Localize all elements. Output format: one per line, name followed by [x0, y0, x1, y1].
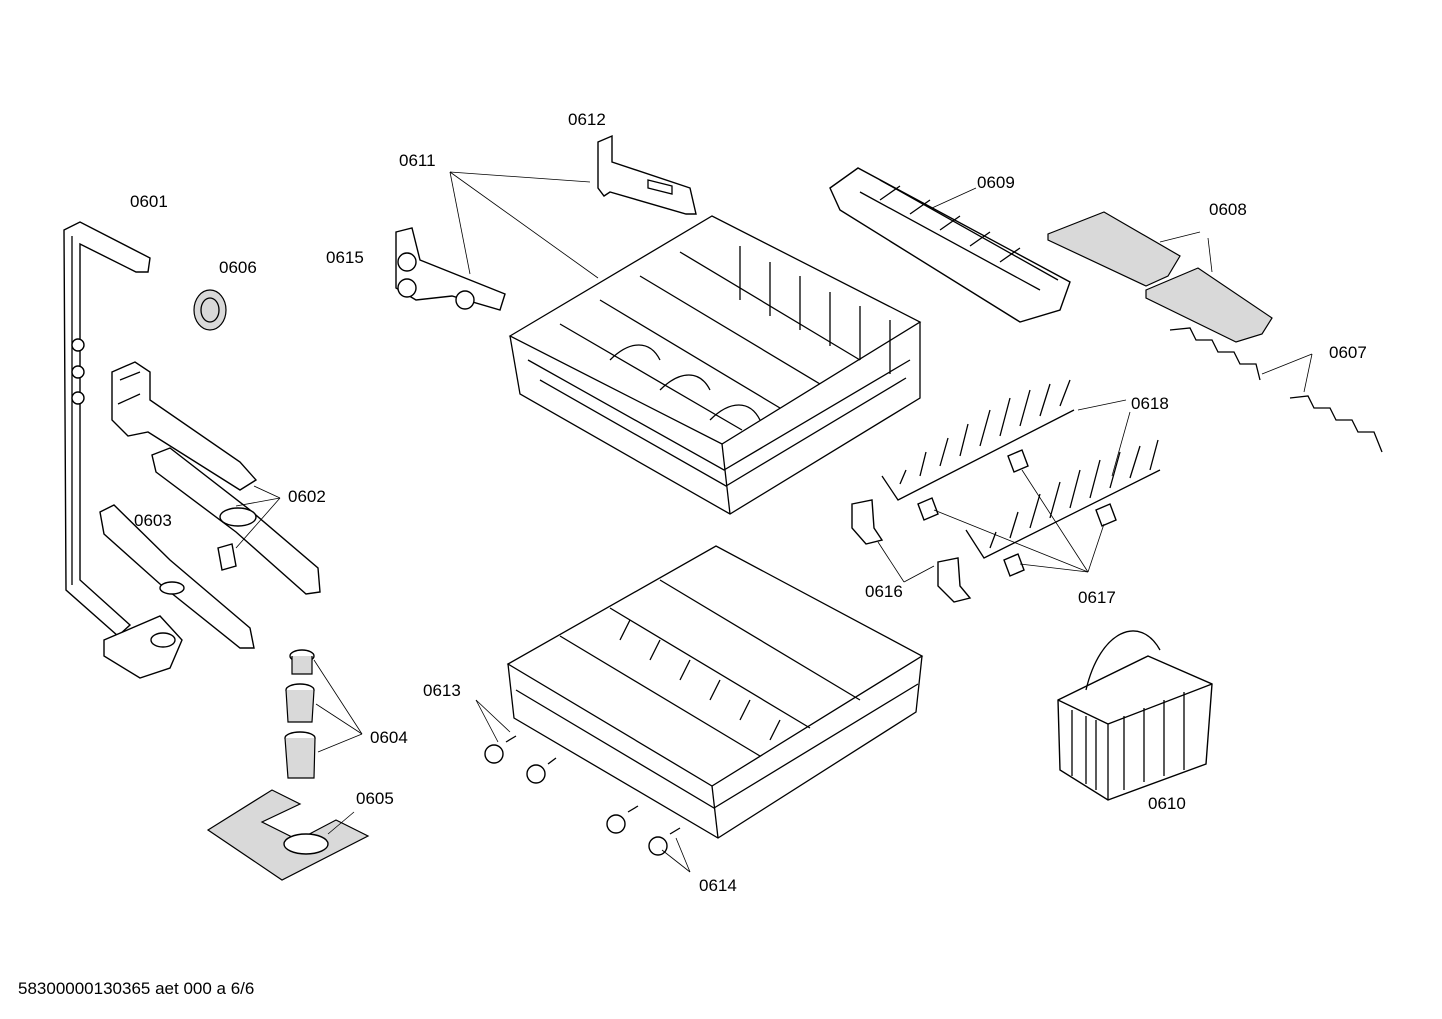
part-0603-lower-spray-arm: [99, 504, 255, 649]
document-id-footer: 58300000130365 aet 000 a 6/6: [18, 979, 255, 998]
part-0609-cup-rack: [829, 167, 1071, 323]
part-0616-holders: [851, 499, 972, 603]
label-0617: 0617: [1078, 588, 1116, 607]
label-0612: 0612: [568, 110, 606, 129]
label-0605: 0605: [356, 789, 394, 808]
part-labels: 0601 0602 0603 0604 0605 0606 0607 0608 …: [130, 110, 1367, 895]
part-0615-roller-bracket: [395, 227, 506, 311]
part-0613-0614-wheels: [484, 735, 681, 856]
part-0610-cutlery-basket: [1057, 630, 1213, 801]
part-lower-basket: [506, 545, 924, 839]
label-0606: 0606: [219, 258, 257, 277]
label-0610: 0610: [1148, 794, 1186, 813]
part-0608-racks: [1047, 211, 1273, 343]
part-0601-spray-pipe: [63, 221, 183, 679]
part-0611-upper-basket: [508, 215, 922, 515]
part-0617-small-clips: [917, 449, 1117, 577]
label-0609: 0609: [977, 173, 1015, 192]
label-0614: 0614: [699, 876, 737, 895]
part-0607-clips: [1169, 327, 1383, 453]
label-0618: 0618: [1131, 394, 1169, 413]
part-0612-bracket: [597, 134, 697, 215]
label-0607: 0607: [1329, 343, 1367, 362]
label-0611: 0611: [399, 151, 436, 170]
part-0606-sieve: [193, 289, 227, 331]
leader-lines: [235, 171, 1313, 873]
part-0604-filters: [284, 649, 316, 779]
label-0615: 0615: [326, 248, 364, 267]
label-0602: 0602: [288, 487, 326, 506]
label-0613: 0613: [423, 681, 461, 700]
label-0608: 0608: [1209, 200, 1247, 219]
part-0602-upper-spray-arm: [151, 447, 321, 595]
label-0604: 0604: [370, 728, 408, 747]
part-0605-flat-filter: [206, 789, 370, 881]
label-0603: 0603: [134, 511, 172, 530]
part-0618-tine-rows: [881, 379, 1161, 559]
part-spray-arm-holder: [111, 361, 258, 491]
label-0601: 0601: [130, 192, 168, 211]
label-0616: 0616: [865, 582, 903, 601]
